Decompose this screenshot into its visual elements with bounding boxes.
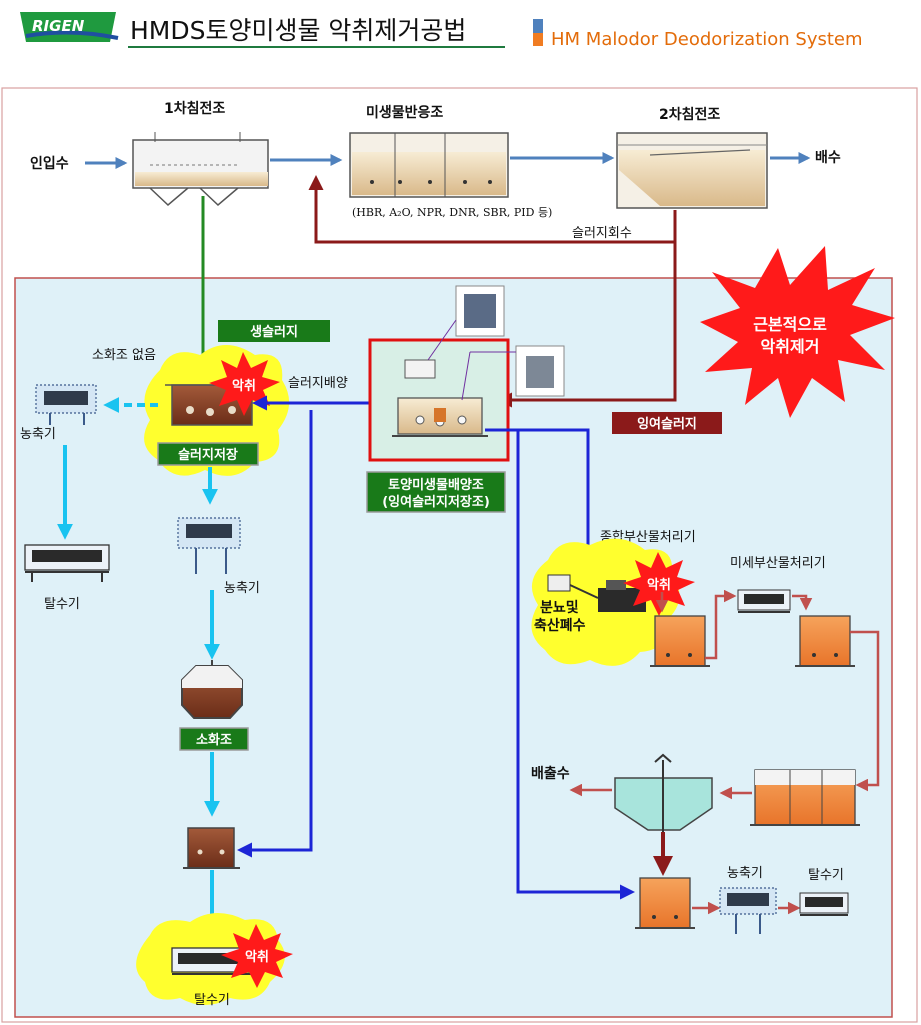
svg-text:슬러지저장: 슬러지저장 xyxy=(178,447,238,463)
header: RIGEN HMDS토양미생물 악취제거공법 HM Malodor Deodor… xyxy=(18,10,863,50)
page-title: HMDS토양미생물 악취제거공법 xyxy=(130,16,466,45)
svg-text:근본적으로: 근본적으로 xyxy=(753,315,827,334)
culture-tank-badge: 토양미생물배양조 (잉여슬러지저장조) xyxy=(366,471,506,513)
equipment-photo-2 xyxy=(461,345,565,401)
thickener-middle xyxy=(177,517,241,574)
byproduct-fine-label: 미세부산물처리기 xyxy=(730,556,826,571)
svg-text:악취: 악취 xyxy=(232,378,256,394)
svg-text:소화조: 소화조 xyxy=(196,732,232,748)
svg-text:생슬러지: 생슬러지 xyxy=(250,324,298,340)
fine-processor-to-tank2-arrow xyxy=(792,594,813,611)
excess-sludge-line xyxy=(497,242,677,408)
svg-text:악취: 악취 xyxy=(245,949,269,965)
svg-text:잉여슬러지: 잉여슬러지 xyxy=(637,416,697,432)
excess-sludge-badge: 잉여슬러지 xyxy=(612,412,722,434)
circular-clarifier xyxy=(614,753,713,832)
livestock-label-1: 분뇨및 xyxy=(540,599,579,616)
svg-text:토양미생물배양조: 토양미생물배양조 xyxy=(388,477,484,493)
dewaterer-right-label: 탈수기 xyxy=(808,868,844,883)
culture-to-final-tank-line xyxy=(516,430,635,900)
odor-burst-bottom: 악취 xyxy=(221,924,293,988)
orange-tank-1 xyxy=(650,615,710,667)
orange-square-icon xyxy=(533,33,543,46)
svg-text:악취제거: 악취제거 xyxy=(761,337,820,356)
process-types-label: (HBR, A₂O, NPR, DNR, SBR, PID 등) xyxy=(352,206,552,219)
sludge-transfer-label: 슬러지배양 xyxy=(288,376,348,391)
blue-square-icon xyxy=(533,19,543,33)
sludge-return-line xyxy=(308,175,677,244)
orange-tank-2 xyxy=(795,615,855,667)
bio-reactor-tank xyxy=(349,132,509,198)
thickener-right xyxy=(719,887,777,934)
svg-text:(잉여슬러지저장조): (잉여슬러지저장조) xyxy=(382,494,490,510)
primary-clarifier xyxy=(132,132,269,207)
orange-tank-final xyxy=(635,877,695,929)
dewaterer-right xyxy=(799,892,849,916)
tank1-to-fine-processor-arrow xyxy=(705,589,737,660)
culture-to-holding-line xyxy=(237,410,313,858)
odor-removal-burst: 근본적으로 악취제거 xyxy=(700,246,895,418)
culture-tank xyxy=(368,338,510,462)
discharge-label: 배수 xyxy=(815,150,841,166)
fine-byproduct-processor xyxy=(737,589,791,613)
sludge-storage-badge: 슬러지저장 xyxy=(157,442,259,466)
rigen-logo: RIGEN xyxy=(18,10,120,42)
thickener-middle-label: 농축기 xyxy=(224,581,260,596)
effluent-label: 배출수 xyxy=(531,765,570,782)
thickener-left xyxy=(35,384,97,425)
inflow-label: 인입수 xyxy=(30,155,69,172)
digester-tank xyxy=(181,660,243,719)
holding-tank xyxy=(183,827,240,869)
thickener-left-label: 농축기 xyxy=(20,427,56,442)
dewaterer-left xyxy=(24,544,110,582)
livestock-label-2: 축산폐수 xyxy=(534,617,586,634)
odor-burst-livestock: 악취 xyxy=(623,552,695,616)
primary-clarifier-label: 1차침전조 xyxy=(164,100,225,117)
sludge-return-label: 슬러지회수 xyxy=(572,226,632,241)
page-subtitle: HM Malodor Deodorization System xyxy=(551,29,863,50)
equipment-photo-1 xyxy=(427,285,505,361)
raw-sludge-badge: 생슬러지 xyxy=(218,320,330,342)
multi-chamber-tank xyxy=(750,769,860,826)
tank2-to-multi-tank-arrow xyxy=(850,630,880,792)
bio-reactor-label: 미생물반응조 xyxy=(366,104,443,121)
dewaterer-left-label: 탈수기 xyxy=(44,597,80,612)
svg-text:악취: 악취 xyxy=(647,577,671,593)
secondary-clarifier-label: 2차침전조 xyxy=(659,106,720,123)
outer-frame xyxy=(1,87,918,1023)
dewaterer-bottom-label: 탈수기 xyxy=(194,993,230,1008)
no-digester-label: 소화조 없음 xyxy=(92,348,156,363)
thickener-right-label: 농축기 xyxy=(727,866,763,881)
logo-text: RIGEN xyxy=(32,17,85,35)
digester-badge: 소화조 xyxy=(179,727,249,751)
secondary-clarifier xyxy=(616,132,768,209)
